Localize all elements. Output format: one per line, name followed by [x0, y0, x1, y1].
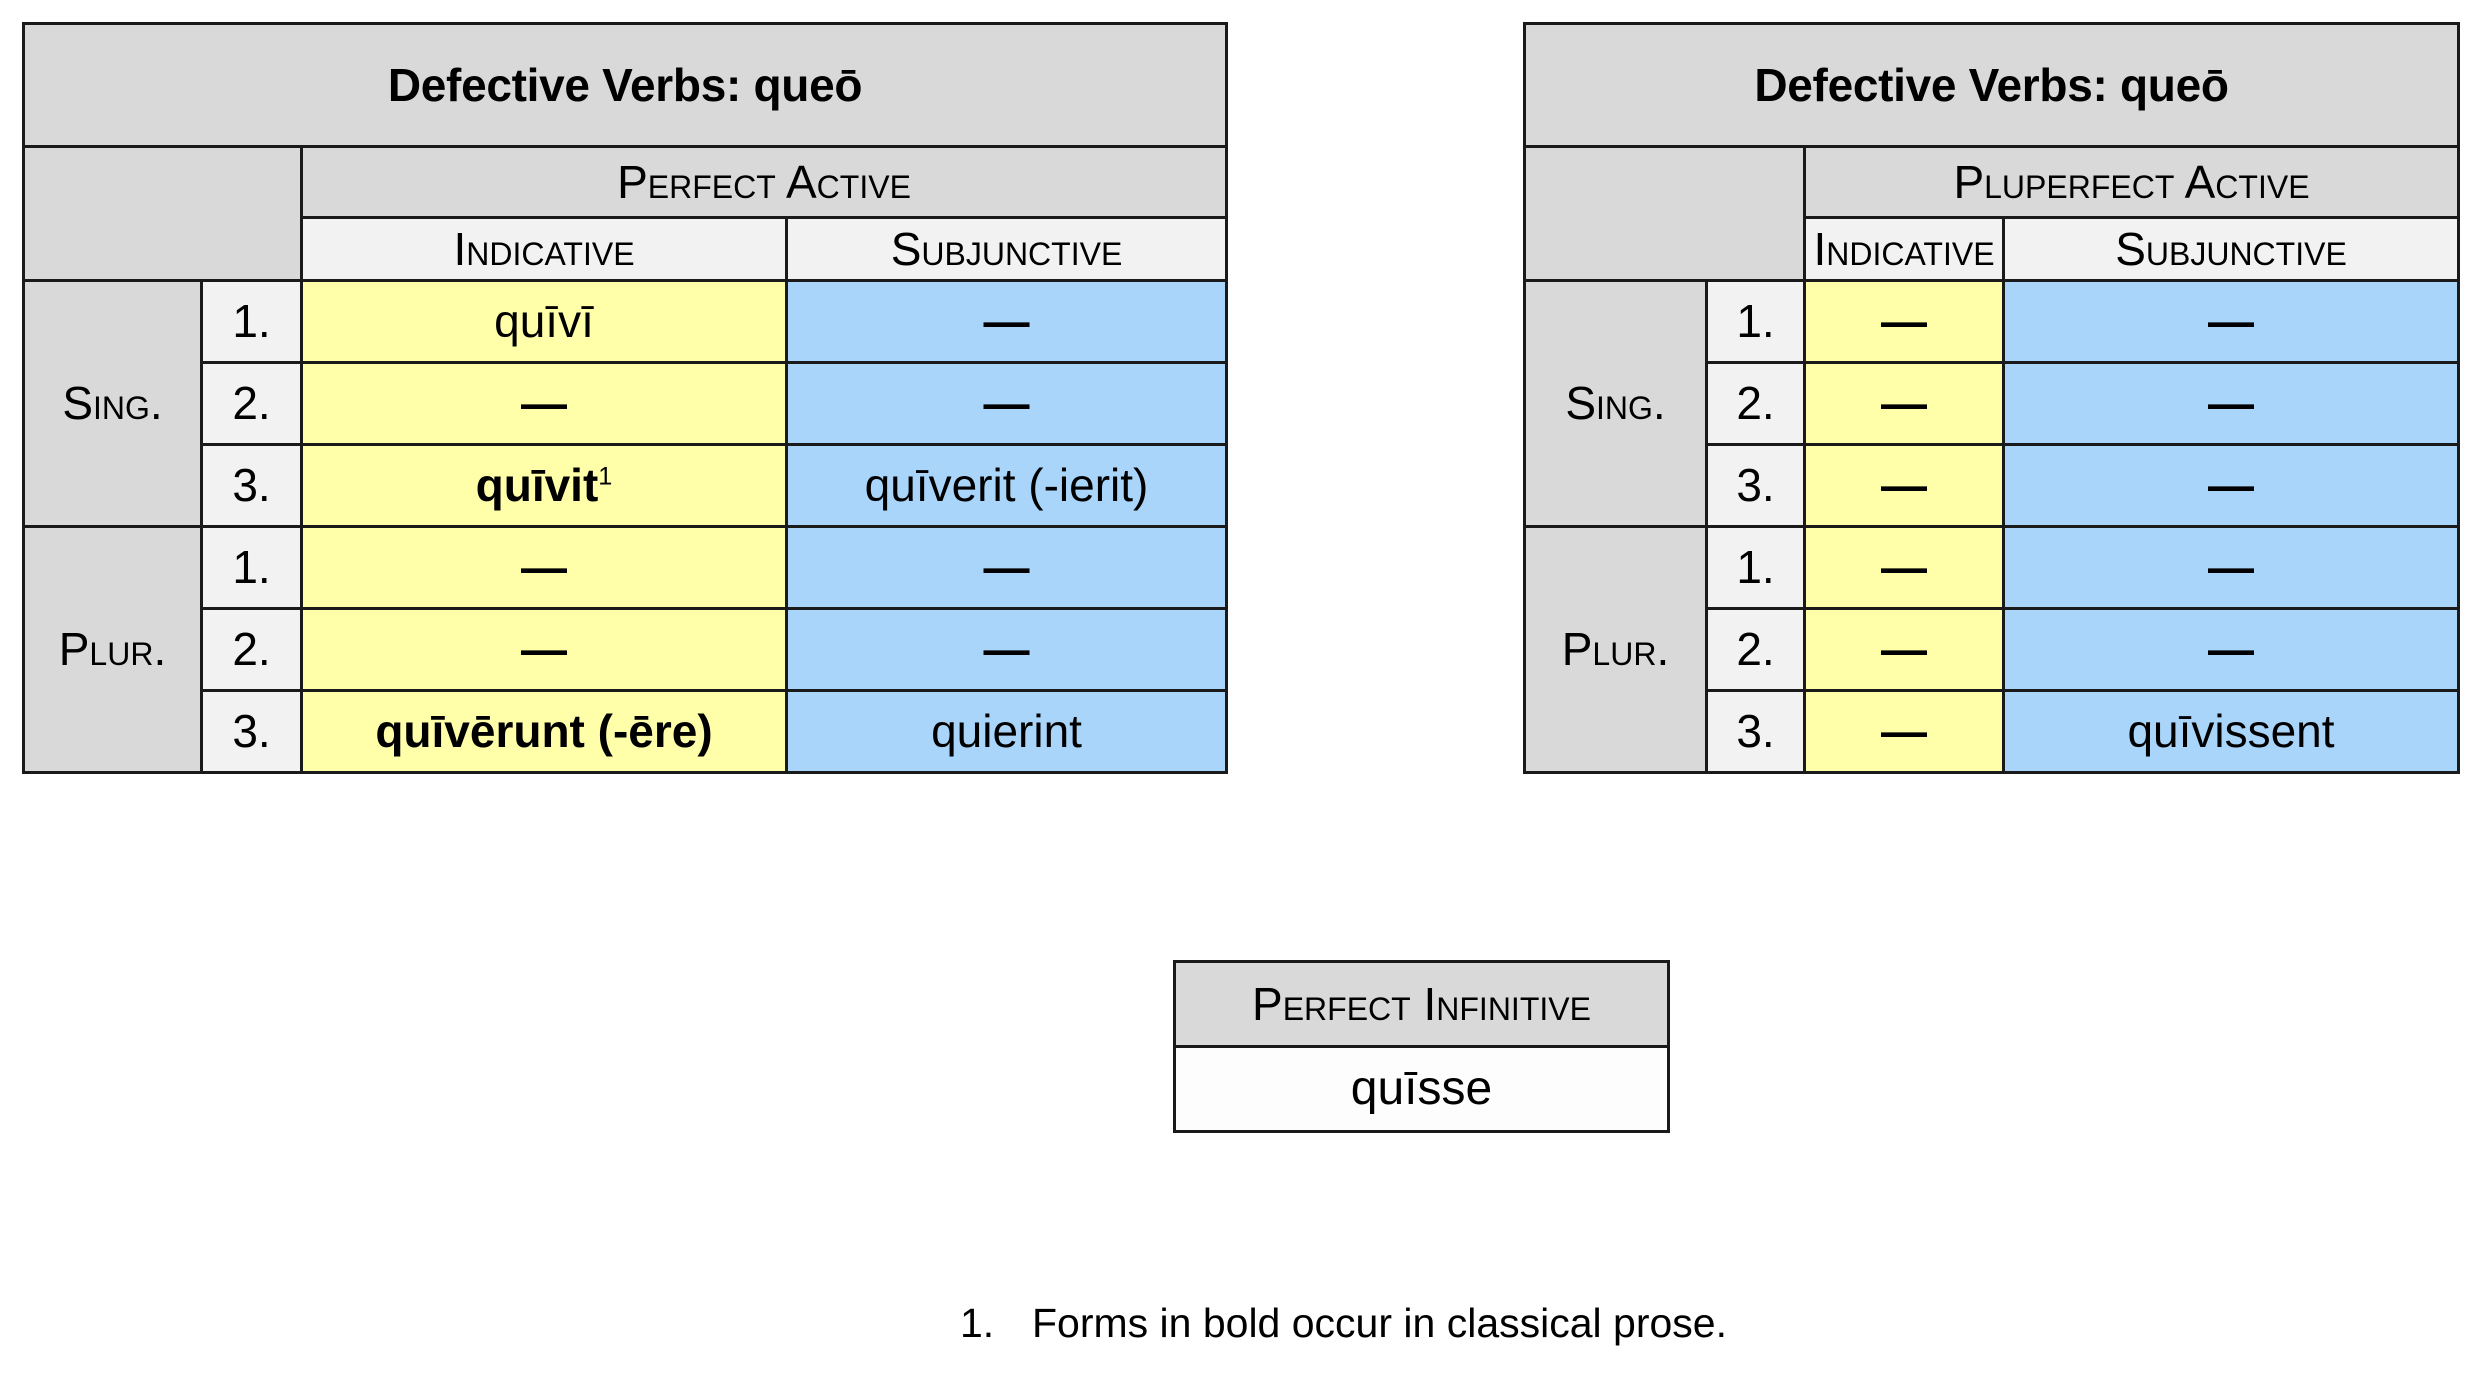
- perfect-mood-header-subjunctive: Subjunctive: [784, 216, 1229, 282]
- perfect-person-1-sing: 1.: [200, 279, 303, 364]
- perfect-mood-header-indicative: Indicative: [300, 216, 788, 282]
- perfect-table-title: Defective Verbs: queō: [21, 22, 1229, 148]
- perfect-indicative-1-plur: —: [300, 525, 788, 610]
- pluperfect-indicative-3-plur: —: [1803, 689, 2005, 774]
- pluperfect-person-2-plur: 2.: [1705, 607, 1806, 692]
- footnote-number: 1.: [960, 1300, 995, 1346]
- table-row: 2. — —: [24, 607, 1229, 692]
- pluperfect-mood-header-subjunctive: Subjunctive: [2001, 216, 2461, 282]
- pluperfect-number-label-sing: Sing.: [1523, 279, 1708, 528]
- perfect-subjunctive-3-plur: quierint: [784, 689, 1229, 774]
- pluperfect-person-3-plur: 3.: [1705, 689, 1806, 774]
- table-row: 3. quīvit1 quīverit (-ierit): [24, 443, 1229, 528]
- perfect-subjunctive-1-plur: —: [784, 525, 1229, 610]
- pluperfect-indicative-1-plur: —: [1803, 525, 2005, 610]
- perfect-corner-cell: [22, 145, 303, 282]
- pluperfect-person-1-plur: 1.: [1705, 525, 1806, 610]
- perfect-indicative-1-sing: quīvī: [300, 279, 788, 364]
- table-row: 2. — —: [1525, 361, 2461, 446]
- pluperfect-person-1-sing: 1.: [1705, 279, 1806, 364]
- footnote-text: Forms in bold occur in classical prose.: [1032, 1300, 1727, 1346]
- pluperfect-subjunctive-3-sing: —: [2001, 443, 2461, 528]
- table-row: Plur. 1. — —: [1523, 525, 2461, 774]
- table-row: Sing. 1. quīvī —: [22, 279, 1229, 528]
- perfect-subjunctive-2-sing: —: [784, 361, 1229, 446]
- perfect-person-3-sing: 3.: [200, 443, 303, 528]
- pluperfect-active-table: Defective Verbs: queō Pluperfect Active …: [1522, 22, 2461, 774]
- perfect-person-2-sing: 2.: [200, 361, 303, 446]
- pluperfect-group-header: Pluperfect Active: [1802, 145, 2461, 219]
- infinitive-value: quīsse: [1173, 1045, 1670, 1133]
- pluperfect-subjunctive-1-sing: —: [2001, 279, 2461, 364]
- table-row: Plur. 1. — —: [22, 525, 1229, 774]
- perfect-infinitive-table: Perfect Infinitive quīsse: [1173, 960, 1670, 1133]
- pluperfect-person-3-sing: 3.: [1705, 443, 1806, 528]
- perfect-number-label-plur: Plur.: [22, 525, 203, 774]
- table-row: Sing. 1. — —: [1523, 279, 2461, 528]
- table-row: 2. — —: [24, 361, 1229, 446]
- pluperfect-subjunctive-1-plur: —: [2001, 525, 2461, 610]
- pluperfect-number-label-plur: Plur.: [1523, 525, 1708, 774]
- perfect-indicative-2-sing: —: [300, 361, 788, 446]
- pluperfect-person-2-sing: 2.: [1705, 361, 1806, 446]
- pluperfect-table-title: Defective Verbs: queō: [1522, 22, 2461, 148]
- perfect-indicative-3-sing: quīvit1: [300, 443, 788, 528]
- pluperfect-subjunctive-2-plur: —: [2001, 607, 2461, 692]
- footnote-marker: 1: [598, 463, 613, 492]
- footnote: 1. Forms in bold occur in classical prose…: [960, 1300, 1727, 1347]
- pluperfect-indicative-1-sing: —: [1803, 279, 2005, 364]
- perfect-person-2-plur: 2.: [200, 607, 303, 692]
- perfect-person-3-plur: 3.: [200, 689, 303, 774]
- perfect-indicative-3-plur: quīvērunt (-ēre): [300, 689, 788, 774]
- perfect-subjunctive-2-plur: —: [784, 607, 1229, 692]
- pluperfect-indicative-2-plur: —: [1803, 607, 2005, 692]
- perfect-subjunctive-3-sing: quīverit (-ierit): [784, 443, 1229, 528]
- table-row: 3. — —: [1525, 443, 2461, 528]
- table-row: 3. — quīvissent: [1525, 689, 2461, 774]
- pluperfect-subjunctive-3-plur: quīvissent: [2001, 689, 2461, 774]
- pluperfect-indicative-2-sing: —: [1803, 361, 2005, 446]
- perfect-subjunctive-1-sing: —: [784, 279, 1229, 364]
- pluperfect-subjunctive-2-sing: —: [2001, 361, 2461, 446]
- perfect-number-label-sing: Sing.: [22, 279, 203, 528]
- pluperfect-corner-cell: [1523, 145, 1806, 282]
- perfect-person-1-plur: 1.: [200, 525, 303, 610]
- perfect-indicative-2-plur: —: [300, 607, 788, 692]
- infinitive-header: Perfect Infinitive: [1173, 960, 1670, 1048]
- table-row: 2. — —: [1525, 607, 2461, 692]
- pluperfect-indicative-3-sing: —: [1803, 443, 2005, 528]
- perfect-active-table: Defective Verbs: queō Perfect Active Ind…: [21, 22, 1229, 774]
- table-row: 3. quīvērunt (-ēre) quierint: [24, 689, 1229, 774]
- pluperfect-mood-header-indicative: Indicative: [1803, 216, 2005, 282]
- perfect-group-header: Perfect Active: [299, 145, 1229, 219]
